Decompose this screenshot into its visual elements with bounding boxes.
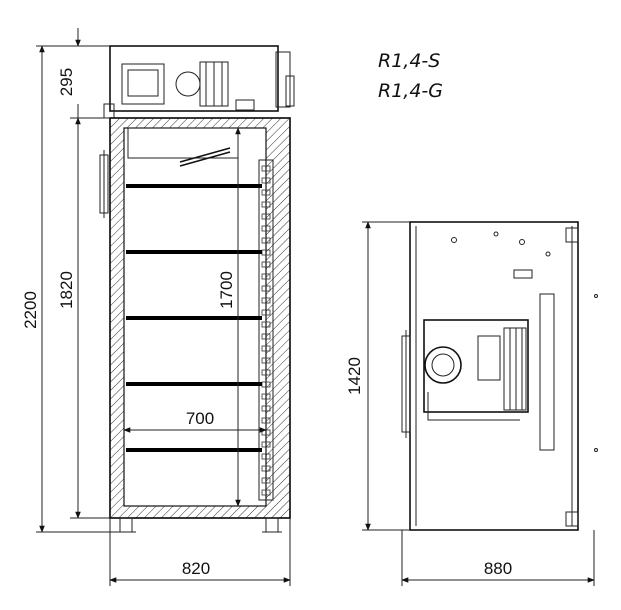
rack-slot xyxy=(261,441,271,448)
dim-top-length: 1420 xyxy=(345,357,364,395)
shelf-2 xyxy=(126,250,262,254)
rack-slot xyxy=(261,297,271,304)
dim-top-width: 880 xyxy=(484,559,512,578)
dim-shelf-depth: 700 xyxy=(186,409,214,428)
shelves xyxy=(126,184,262,452)
rack-slot xyxy=(261,165,271,172)
rack-slots xyxy=(261,165,271,496)
rack-slot xyxy=(261,177,271,184)
rack-slot xyxy=(261,393,271,400)
shelf-3 xyxy=(126,316,262,320)
model-label-2: R1,4-G xyxy=(378,80,443,102)
front-view: 2200 1820 295 1700 700 820 xyxy=(21,28,295,586)
rack-slot xyxy=(261,261,271,268)
rack-slot xyxy=(261,309,271,316)
rack-slot xyxy=(261,453,271,460)
rack-slot xyxy=(261,333,271,340)
rack-slot xyxy=(261,345,271,352)
rack-slot xyxy=(261,465,271,472)
dim-total-height: 2200 xyxy=(21,291,40,329)
rack-slot xyxy=(261,201,271,208)
shelf-4 xyxy=(126,382,262,386)
model-label-1: R1,4-S xyxy=(378,50,440,72)
top-view: 1420 880 xyxy=(345,221,598,586)
dim-top-unit-height: 295 xyxy=(57,68,76,96)
top-unit xyxy=(103,45,295,119)
front-dimensions: 2200 1820 295 1700 700 820 xyxy=(21,28,291,586)
rack-slot xyxy=(261,213,271,220)
dim-interior-height: 1700 xyxy=(217,271,236,309)
rack-slot xyxy=(261,417,271,424)
rack-slot xyxy=(261,285,271,292)
rack-slot xyxy=(261,189,271,196)
rack-slot xyxy=(261,225,271,232)
rack-slot xyxy=(261,369,271,376)
cabinet-body xyxy=(99,117,291,533)
rack-slot xyxy=(261,273,271,280)
dim-front-width: 820 xyxy=(182,559,210,578)
rack-slot xyxy=(261,405,271,412)
rack-slot xyxy=(261,477,271,484)
shelf-1 xyxy=(126,184,262,188)
rack-slot xyxy=(261,321,271,328)
rack-slot xyxy=(261,237,271,244)
dim-cabinet-height: 1820 xyxy=(57,271,76,309)
rack-slot xyxy=(261,489,271,496)
rack-slot xyxy=(261,357,271,364)
shelf-5 xyxy=(126,448,262,452)
